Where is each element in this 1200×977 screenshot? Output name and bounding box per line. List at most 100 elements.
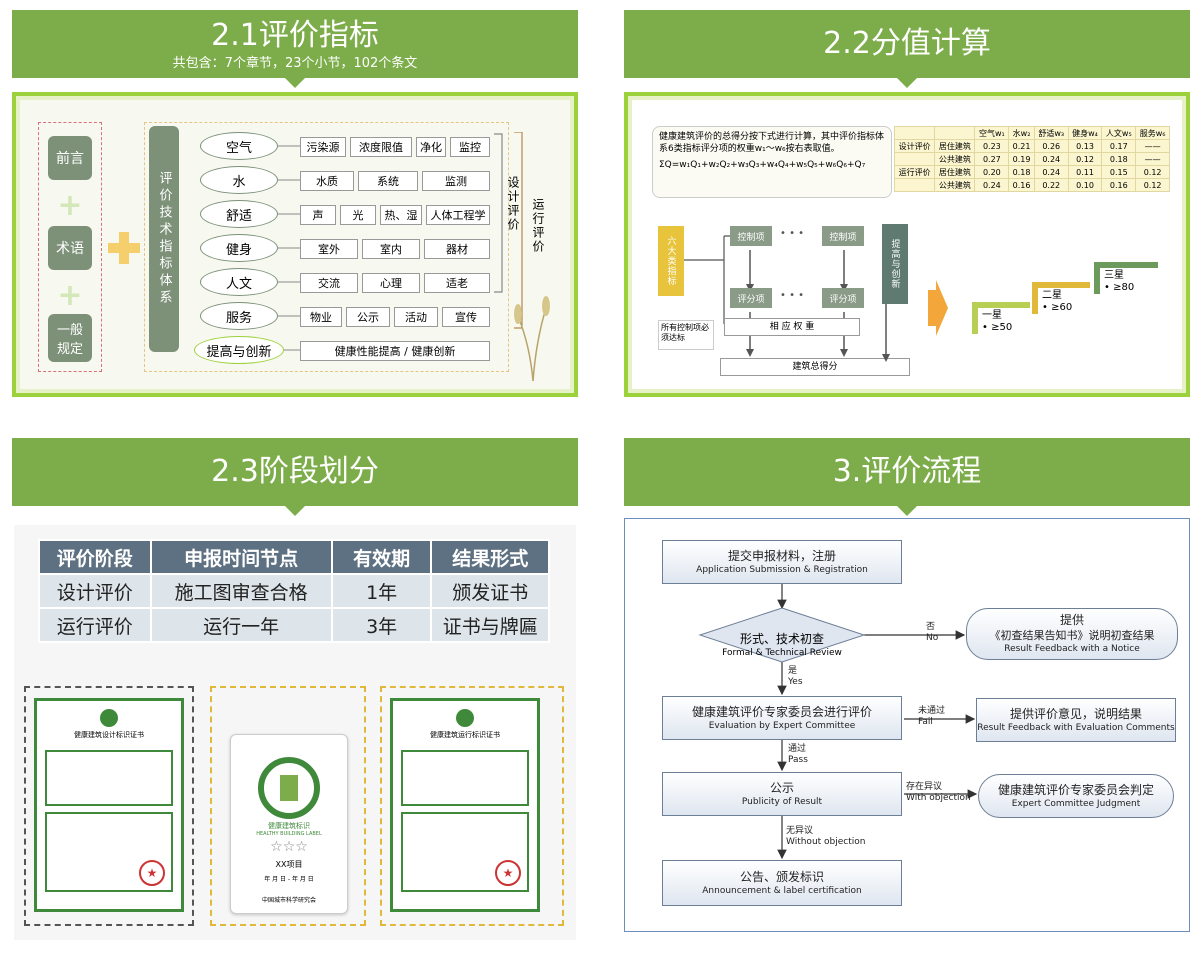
- table-cell: 0.15: [1101, 165, 1137, 179]
- table-cell: 运行评价: [38, 607, 152, 643]
- formula-description: 健康建筑评价的总得分按下式进行计算，其中评价指标体系6类指标评分项的权重w₁～w…: [659, 132, 885, 154]
- flow-step-publicity: 公示 Publicity of Result: [662, 772, 902, 816]
- indicator-cell: 公示: [346, 307, 390, 327]
- plaque-stars: ☆☆☆: [270, 839, 308, 855]
- formula: ΣQ=w₁Q₁+w₂Q₂+w₃Q₃+w₄Q₄+w₅Q₅+w₆Q₆+Q₇: [659, 160, 866, 170]
- flow-side-judgment: 健康建筑评价专家委员会判定 Expert Committee Judgment: [978, 774, 1174, 818]
- table-cell: 证书与牌匾: [430, 607, 550, 643]
- indicator-cell: 室内: [362, 239, 420, 259]
- step-zh: 健康建筑评价专家委员会进行评价: [691, 704, 872, 719]
- label-yes-en: Yes: [788, 677, 803, 687]
- table-cell: 0.12: [1135, 178, 1170, 192]
- terminology-box: 术语: [48, 226, 92, 270]
- result-arrow-icon: [928, 280, 948, 336]
- table-cell: 0.13: [1067, 139, 1103, 153]
- system-label: 评价技术指标体系: [149, 126, 179, 352]
- system-group: [144, 122, 509, 372]
- indicator-cell: 水质: [300, 171, 354, 191]
- stage-table: 评价阶段 申报时间节点 有效期 结果形式 设计评价 施工图审查合格 1年 颁发证…: [38, 539, 550, 643]
- table-cell: 0.12: [1067, 152, 1103, 166]
- plaque-ring-text-en: HEALTHY BUILDING LABEL: [256, 831, 322, 837]
- star-2-name: 二星: [1042, 290, 1062, 301]
- table-cell: 0.18: [1008, 165, 1035, 179]
- table-cell: ——: [1135, 152, 1170, 166]
- label-fail-en: Fail: [918, 717, 933, 727]
- table-header: 健身w₄: [1067, 126, 1103, 140]
- control-item-1: 控制项: [730, 226, 772, 246]
- flow-connectors: [698, 584, 978, 860]
- table-header: 评价阶段: [38, 539, 152, 575]
- flow-step-review: 形式、技术初查 Formal & Technical Review: [700, 618, 864, 672]
- step-zh: 提交申报材料，注册: [727, 548, 836, 563]
- category-water: 水: [200, 166, 278, 194]
- panel1-banner-notch: [285, 78, 305, 88]
- indicator-cell: 浓度限值: [350, 137, 412, 157]
- star-1-name: 一星: [982, 310, 1002, 321]
- table-cell: 0.20: [974, 165, 1010, 179]
- table-cell: 居住建筑: [934, 165, 976, 179]
- step-zh: 公告、颁发标识: [739, 869, 824, 884]
- table-cell: 施工图审查合格: [149, 573, 333, 609]
- star-3-name: 三星: [1104, 270, 1124, 281]
- cert-logo-icon: [100, 709, 118, 727]
- label-yes: 是 Yes: [788, 666, 803, 688]
- label-no-objection-en: Without objection: [786, 837, 866, 847]
- table-header: [893, 126, 936, 140]
- table-cell: 0.17: [1101, 139, 1137, 153]
- plaque-ring-text: 健康建筑标识: [268, 822, 310, 830]
- star-2-score: • ≥60: [1042, 302, 1073, 313]
- panel1-title: 2.1评价指标: [211, 18, 379, 53]
- label-objection: 存在异议 With objection: [906, 782, 971, 804]
- side-zh: 提供评价意见，说明结果: [1009, 706, 1142, 721]
- flow-side-comments: 提供评价意见，说明结果 Result Feedback with Evaluat…: [976, 698, 1176, 742]
- label-no-en: No: [926, 633, 939, 643]
- label-no: 否 No: [926, 622, 938, 644]
- indicator-cell: 交流: [300, 273, 358, 293]
- label-objection-zh: 存在异议: [906, 782, 943, 792]
- formula-box: 健康建筑评价的总得分按下式进行计算，其中评价指标体系6类指标评分项的权重w₁～w…: [652, 126, 892, 198]
- indicator-cell: 心理: [362, 273, 420, 293]
- label-pass-zh: 通过: [788, 744, 807, 754]
- step-en: Application Submission & Registration: [696, 564, 868, 575]
- plaque-date: 年 月 日 - 年 月 日: [264, 876, 314, 883]
- label-no-objection: 无异议 Without objection: [786, 826, 865, 848]
- weight-box: 相 应 权 重: [724, 318, 860, 336]
- table-header: [934, 126, 976, 140]
- panel3-banner-notch: [285, 506, 305, 516]
- star-3-box: 三星 • ≥80: [1094, 262, 1158, 294]
- label-no-zh: 否: [926, 622, 936, 632]
- indicator-cell: 室外: [300, 239, 358, 259]
- score-item-2: 评分项: [822, 288, 864, 308]
- panel2-title: 2.2分值计算: [823, 26, 991, 61]
- preface-group: [38, 122, 102, 372]
- table-header: 空气w₁: [974, 126, 1010, 140]
- side-en: Result Feedback with a Notice: [1004, 644, 1140, 654]
- category-fitness: 健身: [200, 234, 278, 262]
- star-2-value: ≥60: [1051, 302, 1073, 313]
- table-cell: 公共建筑: [934, 152, 976, 166]
- improve-box: 提高与创新: [882, 224, 908, 304]
- indicator-cell: 宣传: [442, 307, 490, 327]
- bracket-lines: [494, 132, 523, 329]
- indicator-cell: 适老: [424, 273, 490, 293]
- table-header: 有效期: [330, 539, 433, 575]
- indicator-cell: 器材: [424, 239, 490, 259]
- design-eval-label: 设计评价: [506, 176, 520, 232]
- side-zh: 《初查结果告知书》说明初查结果: [989, 629, 1155, 642]
- table-cell: 0.18: [1101, 152, 1137, 166]
- big-plus-icon: [108, 232, 140, 264]
- run-eval-label: 运行评价: [531, 198, 545, 254]
- cert-form: [401, 750, 529, 806]
- flow-step-evaluation: 健康建筑评价专家委员会进行评价 Evaluation by Expert Com…: [662, 696, 902, 740]
- label-objection-en: With objection: [906, 793, 971, 803]
- table-cell: 0.27: [974, 152, 1010, 166]
- table-cell: 0.22: [1033, 178, 1069, 192]
- panel2-frame: 健康建筑评价的总得分按下式进行计算，其中评价指标体系6类指标评分项的权重w₁～w…: [624, 92, 1190, 397]
- cert-form: [45, 750, 173, 806]
- table-cell: 0.16: [1008, 178, 1035, 192]
- general-provisions-box: 一般 规定: [48, 314, 92, 362]
- table-header: 舒适w₃: [1033, 126, 1069, 140]
- indicator-cell: 光: [340, 205, 376, 225]
- panel2-banner: 2.2分值计算: [624, 10, 1190, 78]
- star-3-value: ≥80: [1113, 282, 1135, 293]
